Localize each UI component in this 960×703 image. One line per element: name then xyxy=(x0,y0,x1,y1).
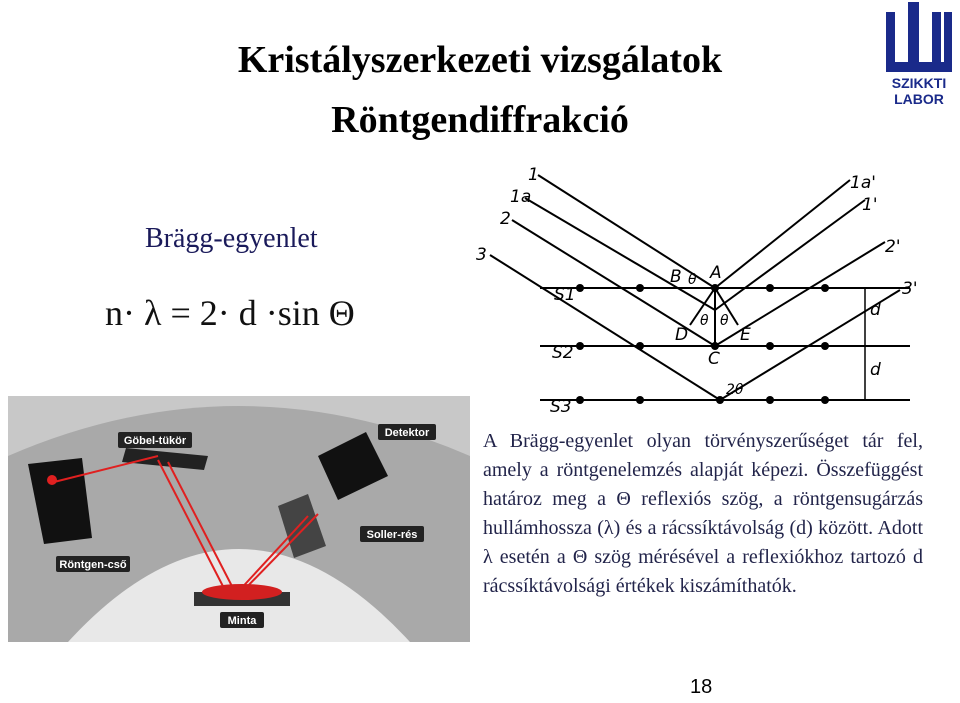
ray-label: 1a xyxy=(510,187,531,207)
lattice-atom xyxy=(636,342,644,350)
gobel-mirror xyxy=(122,448,208,470)
plane-label: S1 xyxy=(554,285,576,305)
ray-label: 2 xyxy=(500,209,511,229)
spacing-label: d xyxy=(870,300,881,320)
ray-label: 3' xyxy=(902,279,918,299)
ray-label: 1a' xyxy=(850,173,876,193)
lattice-atom xyxy=(821,284,829,292)
incident-ray-1 xyxy=(537,174,716,289)
lattice-atom xyxy=(716,396,724,404)
spacing-label: d xyxy=(870,360,881,380)
lattice-atom xyxy=(576,284,584,292)
lattice-atom xyxy=(766,396,774,404)
reflected-ray-1a xyxy=(714,179,851,289)
angle-label: 2θ xyxy=(726,382,744,398)
bragg-subheading: Brägg-egyenlet xyxy=(145,223,318,254)
ray-label: 1' xyxy=(862,195,878,215)
xrd-apparatus-photo: Göbel-tükör Detektor Soller-rés Röntgen-… xyxy=(8,396,470,642)
lattice-atom xyxy=(711,342,719,350)
lattice-atom xyxy=(576,396,584,404)
reflected-ray-2 xyxy=(714,241,886,347)
slide-title-line2: Röntgendiffrakció xyxy=(331,99,629,141)
lattice-atom xyxy=(821,396,829,404)
lattice-atom xyxy=(636,396,644,404)
page-number: 18 xyxy=(690,676,713,698)
point-label: D xyxy=(675,325,688,345)
logo-text-top: SZIKKTI xyxy=(892,75,946,91)
lattice-atom xyxy=(766,342,774,350)
reflected-ray-3 xyxy=(719,289,901,401)
photo-label: Soller-rés xyxy=(367,529,418,541)
ray-label: 2' xyxy=(885,237,901,257)
lattice-atom xyxy=(576,342,584,350)
incident-ray-1a xyxy=(524,197,716,311)
slide-title-line1: Kristályszerkezeti vizsgálatok xyxy=(237,39,723,81)
ray-label: 1 xyxy=(528,165,539,185)
point-label: B xyxy=(670,267,682,287)
detector xyxy=(318,432,388,500)
photo-label: Detektor xyxy=(385,427,430,439)
logo-text-bottom: LABOR xyxy=(894,91,944,107)
lattice-atom xyxy=(636,284,644,292)
point-label: C xyxy=(708,349,720,369)
sample xyxy=(202,584,282,600)
xray-tube xyxy=(28,458,92,544)
szikkti-labor-logo: SZIKKTI LABOR xyxy=(886,2,952,107)
plane-label: S2 xyxy=(552,343,574,363)
lattice-atom xyxy=(821,342,829,350)
construction-line-ae xyxy=(714,287,739,326)
angle-label: θ xyxy=(688,272,697,288)
bragg-diffraction-diagram: 1 1a 2 3 1a' 1' 2' 3' S1 S2 S3 B A D E C… xyxy=(476,165,918,417)
lattice-atom xyxy=(766,284,774,292)
ray-label: 3 xyxy=(476,245,487,265)
body-paragraph: A Brägg-egyenlet olyan törvényszerűséget… xyxy=(483,430,923,597)
photo-label: Göbel-tükör xyxy=(124,435,187,447)
reflected-ray-1 xyxy=(714,199,866,311)
incident-ray-2 xyxy=(511,219,716,347)
xray-tube-window xyxy=(47,475,57,485)
point-label: A xyxy=(709,263,722,283)
photo-label: Minta xyxy=(228,615,258,627)
point-label: E xyxy=(740,325,751,345)
angle-label: θ xyxy=(720,313,729,329)
construction-line-ad xyxy=(689,287,716,326)
photo-label: Röntgen-cső xyxy=(59,559,127,571)
plane-label: S3 xyxy=(550,397,572,417)
lattice-atom xyxy=(711,284,719,292)
angle-label: θ xyxy=(700,313,709,329)
incident-ray-3 xyxy=(489,254,721,401)
bragg-formula: n· λ = 2· d ·sin Θ xyxy=(105,293,355,333)
